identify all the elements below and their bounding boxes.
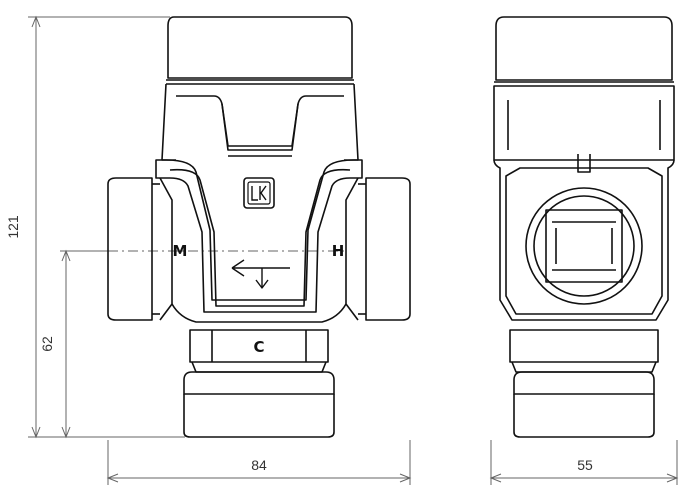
front-frame: [155, 159, 363, 313]
port-label-mixed: M: [173, 242, 188, 260]
bottom-port: [189, 329, 329, 363]
side-port-circle: [525, 187, 643, 305]
front-cap: [167, 16, 353, 79]
flow-arrow-icon: [231, 259, 290, 289]
dim-label-62: 62: [39, 336, 55, 352]
right-port: [365, 177, 411, 321]
side-view: [493, 16, 675, 438]
side-cap: [495, 16, 673, 81]
port-labels: M H C: [173, 242, 345, 356]
dim-label-121: 121: [5, 215, 21, 239]
port-label-hot: H: [332, 242, 345, 260]
dim-label-84: 84: [251, 457, 267, 473]
lk-logo-icon: [243, 177, 275, 209]
left-port: [107, 177, 153, 321]
dimension-labels: 121 62 84 55: [5, 215, 593, 473]
front-view: [107, 16, 411, 438]
dimension-lines: [28, 15, 679, 485]
port-label-cold: C: [253, 338, 264, 356]
dim-label-55: 55: [577, 457, 593, 473]
